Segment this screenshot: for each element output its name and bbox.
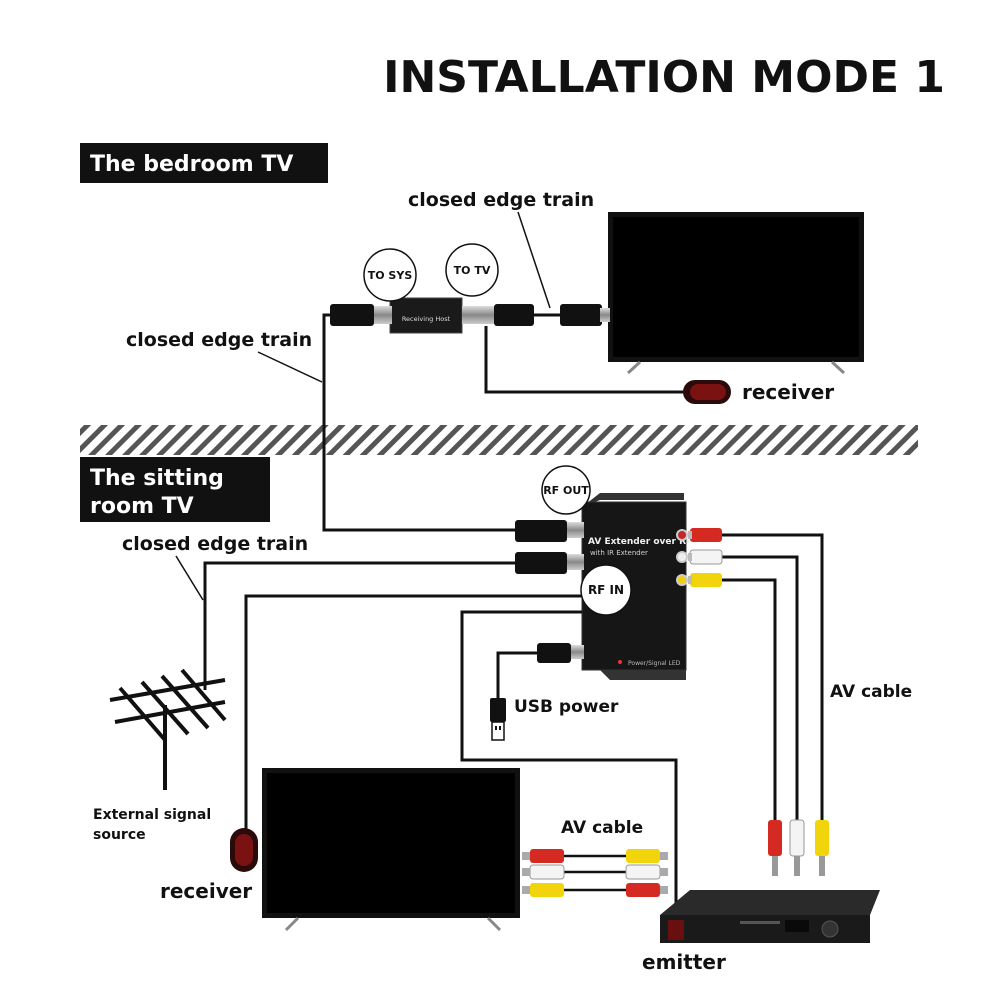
coax-plug-host-sys-side (330, 304, 374, 326)
cable-usb-power (496, 651, 537, 700)
closed-edge-train-label-top: closed edge train (408, 189, 594, 211)
antenna-icon (109, 668, 227, 790)
cable-receiver-bottom (244, 594, 582, 830)
usb-cable-plug (537, 643, 571, 663)
extender-subtitle: with IR Extender (590, 549, 648, 557)
to-sys-callout: TO SYS (363, 248, 417, 302)
page-title: INSTALLATION MODE 1 (383, 52, 945, 103)
receiver-label-top: receiver (742, 380, 834, 404)
rf-in-callout: RF IN (580, 564, 632, 616)
leader-closed-edge-low (175, 555, 204, 601)
leader-closed-edge-top (517, 211, 551, 309)
usb-plug-icon (490, 698, 506, 741)
usb-power-label: USB power (514, 697, 619, 717)
bedroom-section-header: The bedroom TV (80, 143, 328, 183)
sitting-room-label-line1: The sitting (90, 466, 224, 491)
to-tv-label: TO TV (454, 264, 491, 277)
bedroom-section-label: The bedroom TV (90, 152, 293, 177)
av-cable-bottom (522, 849, 668, 897)
receiver-label-bottom: receiver (160, 879, 252, 903)
rf-in-label: RF IN (588, 583, 624, 597)
to-tv-callout: TO TV (445, 243, 499, 297)
coax-plug-rf-in (515, 552, 567, 574)
av-cable-right (688, 528, 829, 876)
ir-receiver-bottom (230, 828, 258, 872)
cable-emitter (460, 610, 678, 930)
external-source-label-line2: source (93, 827, 146, 843)
closed-edge-train-label-low: closed edge train (122, 533, 308, 555)
coax-plug-tv-side (560, 304, 610, 326)
dvd-player (660, 890, 880, 943)
external-source-label-line1: External signal (93, 807, 211, 823)
bedroom-tv (608, 212, 864, 375)
receiving-host: Receiving Host (372, 297, 494, 334)
av-cable-label-right: AV cable (830, 682, 912, 702)
sitting-room-tv (262, 768, 520, 932)
sitting-room-label-line2: room TV (90, 494, 194, 519)
rf-out-label: RF OUT (543, 484, 589, 497)
cable-antenna-to-rf-in (203, 561, 515, 690)
leader-closed-edge-mid (257, 351, 323, 383)
to-sys-label: TO SYS (368, 269, 413, 282)
ir-receiver-top (683, 380, 731, 404)
av-cable-label-bottom: AV cable (561, 818, 643, 838)
coax-plug-host-tv-side (494, 304, 534, 326)
closed-edge-train-label-mid: closed edge train (126, 329, 312, 351)
extender-led-label: Power/Signal LED (628, 660, 681, 667)
floor-divider (80, 425, 918, 455)
cable-host-to-extender (322, 313, 520, 532)
extender-title: AV Extender over RF (588, 537, 692, 547)
coax-plug-rf-out (515, 520, 567, 542)
receiving-host-label: Receiving Host (402, 315, 451, 323)
rf-out-callout: RF OUT (541, 465, 591, 515)
cable-receiver-top (484, 326, 685, 394)
emitter-label: emitter (642, 950, 726, 974)
sitting-room-section-header: The sitting room TV (80, 457, 270, 522)
